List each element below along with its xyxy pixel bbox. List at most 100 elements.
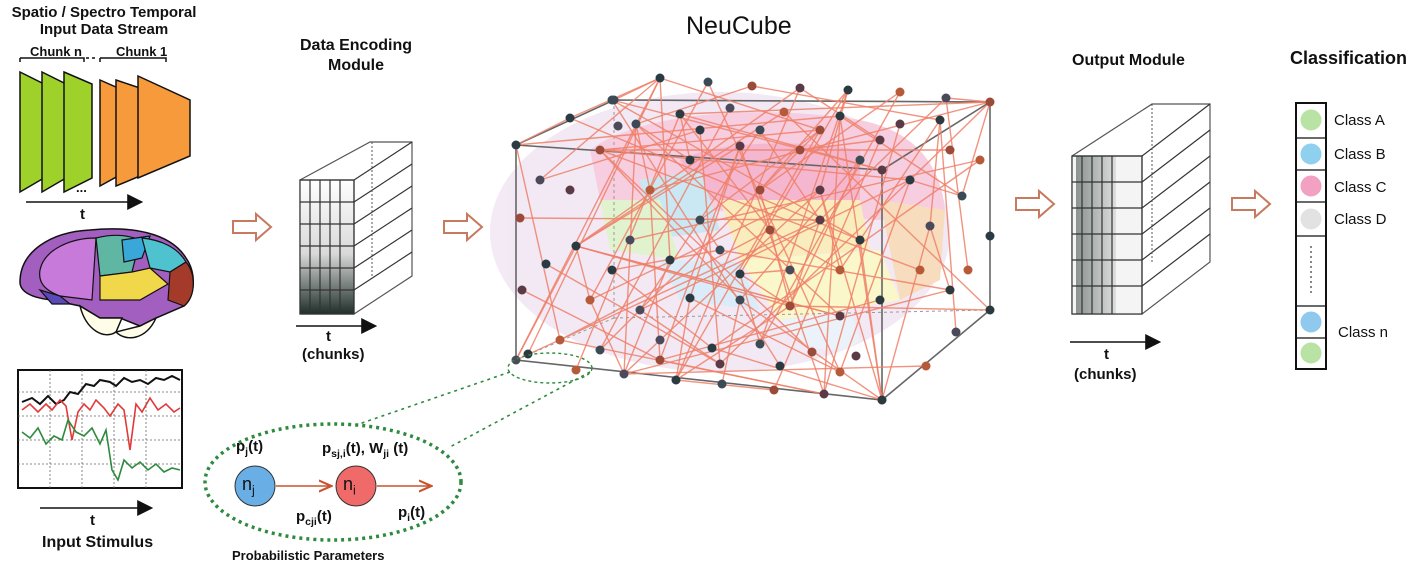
neucube-neuron [765, 225, 775, 235]
neucube-neuron [655, 73, 665, 83]
neucube-connection [629, 159, 981, 241]
neucube-connection [659, 77, 671, 261]
neucube-neuron [985, 97, 995, 107]
neucube-neuron [715, 359, 725, 369]
neucube-connection [639, 179, 911, 311]
neucube-connection [623, 365, 927, 375]
neucube-neuron [895, 87, 905, 97]
neuron-detail [203, 422, 463, 542]
input-stimulus-label: Input Stimulus [42, 534, 154, 551]
neucube-neuron [655, 355, 665, 365]
neucube-neuron [815, 125, 825, 135]
neucube-connection [623, 259, 671, 375]
neucube-connection [783, 111, 991, 311]
neucube-connection [623, 189, 821, 375]
classification-title: Classification [1290, 48, 1408, 68]
neucube-neuron [835, 311, 845, 321]
neucube-connection [719, 179, 911, 365]
neucube-connection [575, 145, 741, 247]
neucube-connection [819, 97, 947, 221]
output-module-box [1070, 103, 1211, 350]
neucube-neuron [685, 293, 695, 303]
neucube-connection [659, 359, 825, 395]
neucube-connection [839, 179, 911, 373]
neucube-connection [751, 85, 941, 121]
neuron-j [234, 465, 276, 507]
neucube-connection [909, 179, 963, 197]
chunk-1-label: Chunk 1 [116, 44, 168, 59]
neucube-neuron [511, 140, 521, 150]
neucube-connection [635, 123, 651, 191]
neucube-neuron [607, 95, 617, 105]
neucube-neuron [645, 185, 655, 195]
neucube-neuron [671, 375, 681, 385]
neucube-neuron [735, 141, 745, 151]
neucube-connection [929, 119, 941, 227]
input-title-line1: Spatio / Spectro Temporal [11, 4, 197, 21]
neucube-connection [961, 101, 991, 197]
neucube-neuron [815, 185, 825, 195]
neucube-connection [639, 309, 721, 365]
neucube-neuron [851, 351, 861, 361]
neucube-neuron [755, 125, 765, 135]
neucube-neuron [715, 245, 725, 255]
neucube-neuron [779, 107, 789, 117]
neucube-connection [759, 91, 901, 191]
neucube-connection [929, 225, 951, 291]
neucube-neuron [675, 109, 685, 119]
neucube-connection [599, 107, 731, 351]
neuron-psji-wji-label: psj,i(t), Wji (t) [322, 440, 409, 460]
flow-arrow-1 [232, 211, 273, 243]
neucube-connection [659, 299, 881, 361]
neucube-neuron [875, 295, 885, 305]
encoding-title: Data Encoding Module [290, 36, 422, 76]
neucube-connection [599, 129, 821, 151]
neucube-neuron [985, 305, 995, 315]
neucube-neuron [819, 389, 829, 399]
neucube-connection [623, 123, 637, 375]
neucube-connection [675, 87, 801, 381]
neucube-neuron [945, 285, 955, 295]
class-label-d: Class D [1334, 211, 1387, 228]
encoding-axis-chunks: (chunks) [302, 346, 365, 363]
neucube-neuron [951, 327, 961, 337]
neucube-neuron [925, 221, 935, 231]
class-color-circle [1299, 310, 1323, 334]
neucube-connection [635, 85, 753, 125]
neucube-connection [515, 115, 841, 146]
neucube-neuron [785, 301, 795, 311]
neucube-connection [739, 273, 761, 345]
neucube-neuron [725, 103, 735, 113]
neucube-connection [649, 189, 661, 361]
neucube-neuron [855, 155, 865, 165]
neucube-neuron [915, 265, 925, 275]
neucube-neuron [963, 265, 973, 275]
neucube-connection [759, 89, 849, 345]
neucube-neuron [895, 119, 905, 129]
neucube-connection [575, 87, 801, 247]
neucube-neuron [755, 185, 765, 195]
neucube-neuron [555, 335, 565, 345]
neucube-neuron [635, 305, 645, 315]
neucube-connection [599, 149, 741, 301]
chunk-n-label: Chunk n [30, 44, 82, 59]
flow-arrow-2 [443, 211, 484, 243]
neucube-connection [575, 245, 841, 317]
neucube-connection [689, 297, 841, 373]
class-color-circle [1299, 174, 1323, 198]
neucube-neuron [785, 265, 795, 275]
neucube-neuron [877, 395, 887, 405]
neucube-neuron [835, 111, 845, 121]
class-color-circle [1299, 207, 1323, 231]
neucube-neuron [655, 335, 665, 345]
neucube-neuron [571, 241, 581, 251]
neucube-neuron [875, 135, 885, 145]
input-stimulus-chart [17, 369, 183, 516]
neucube-neuron [665, 255, 675, 265]
neucube-connection [819, 189, 883, 401]
zoom-line-right [447, 371, 591, 449]
neuron-nj-label: nj [242, 474, 255, 498]
neucube-connection [721, 299, 741, 385]
